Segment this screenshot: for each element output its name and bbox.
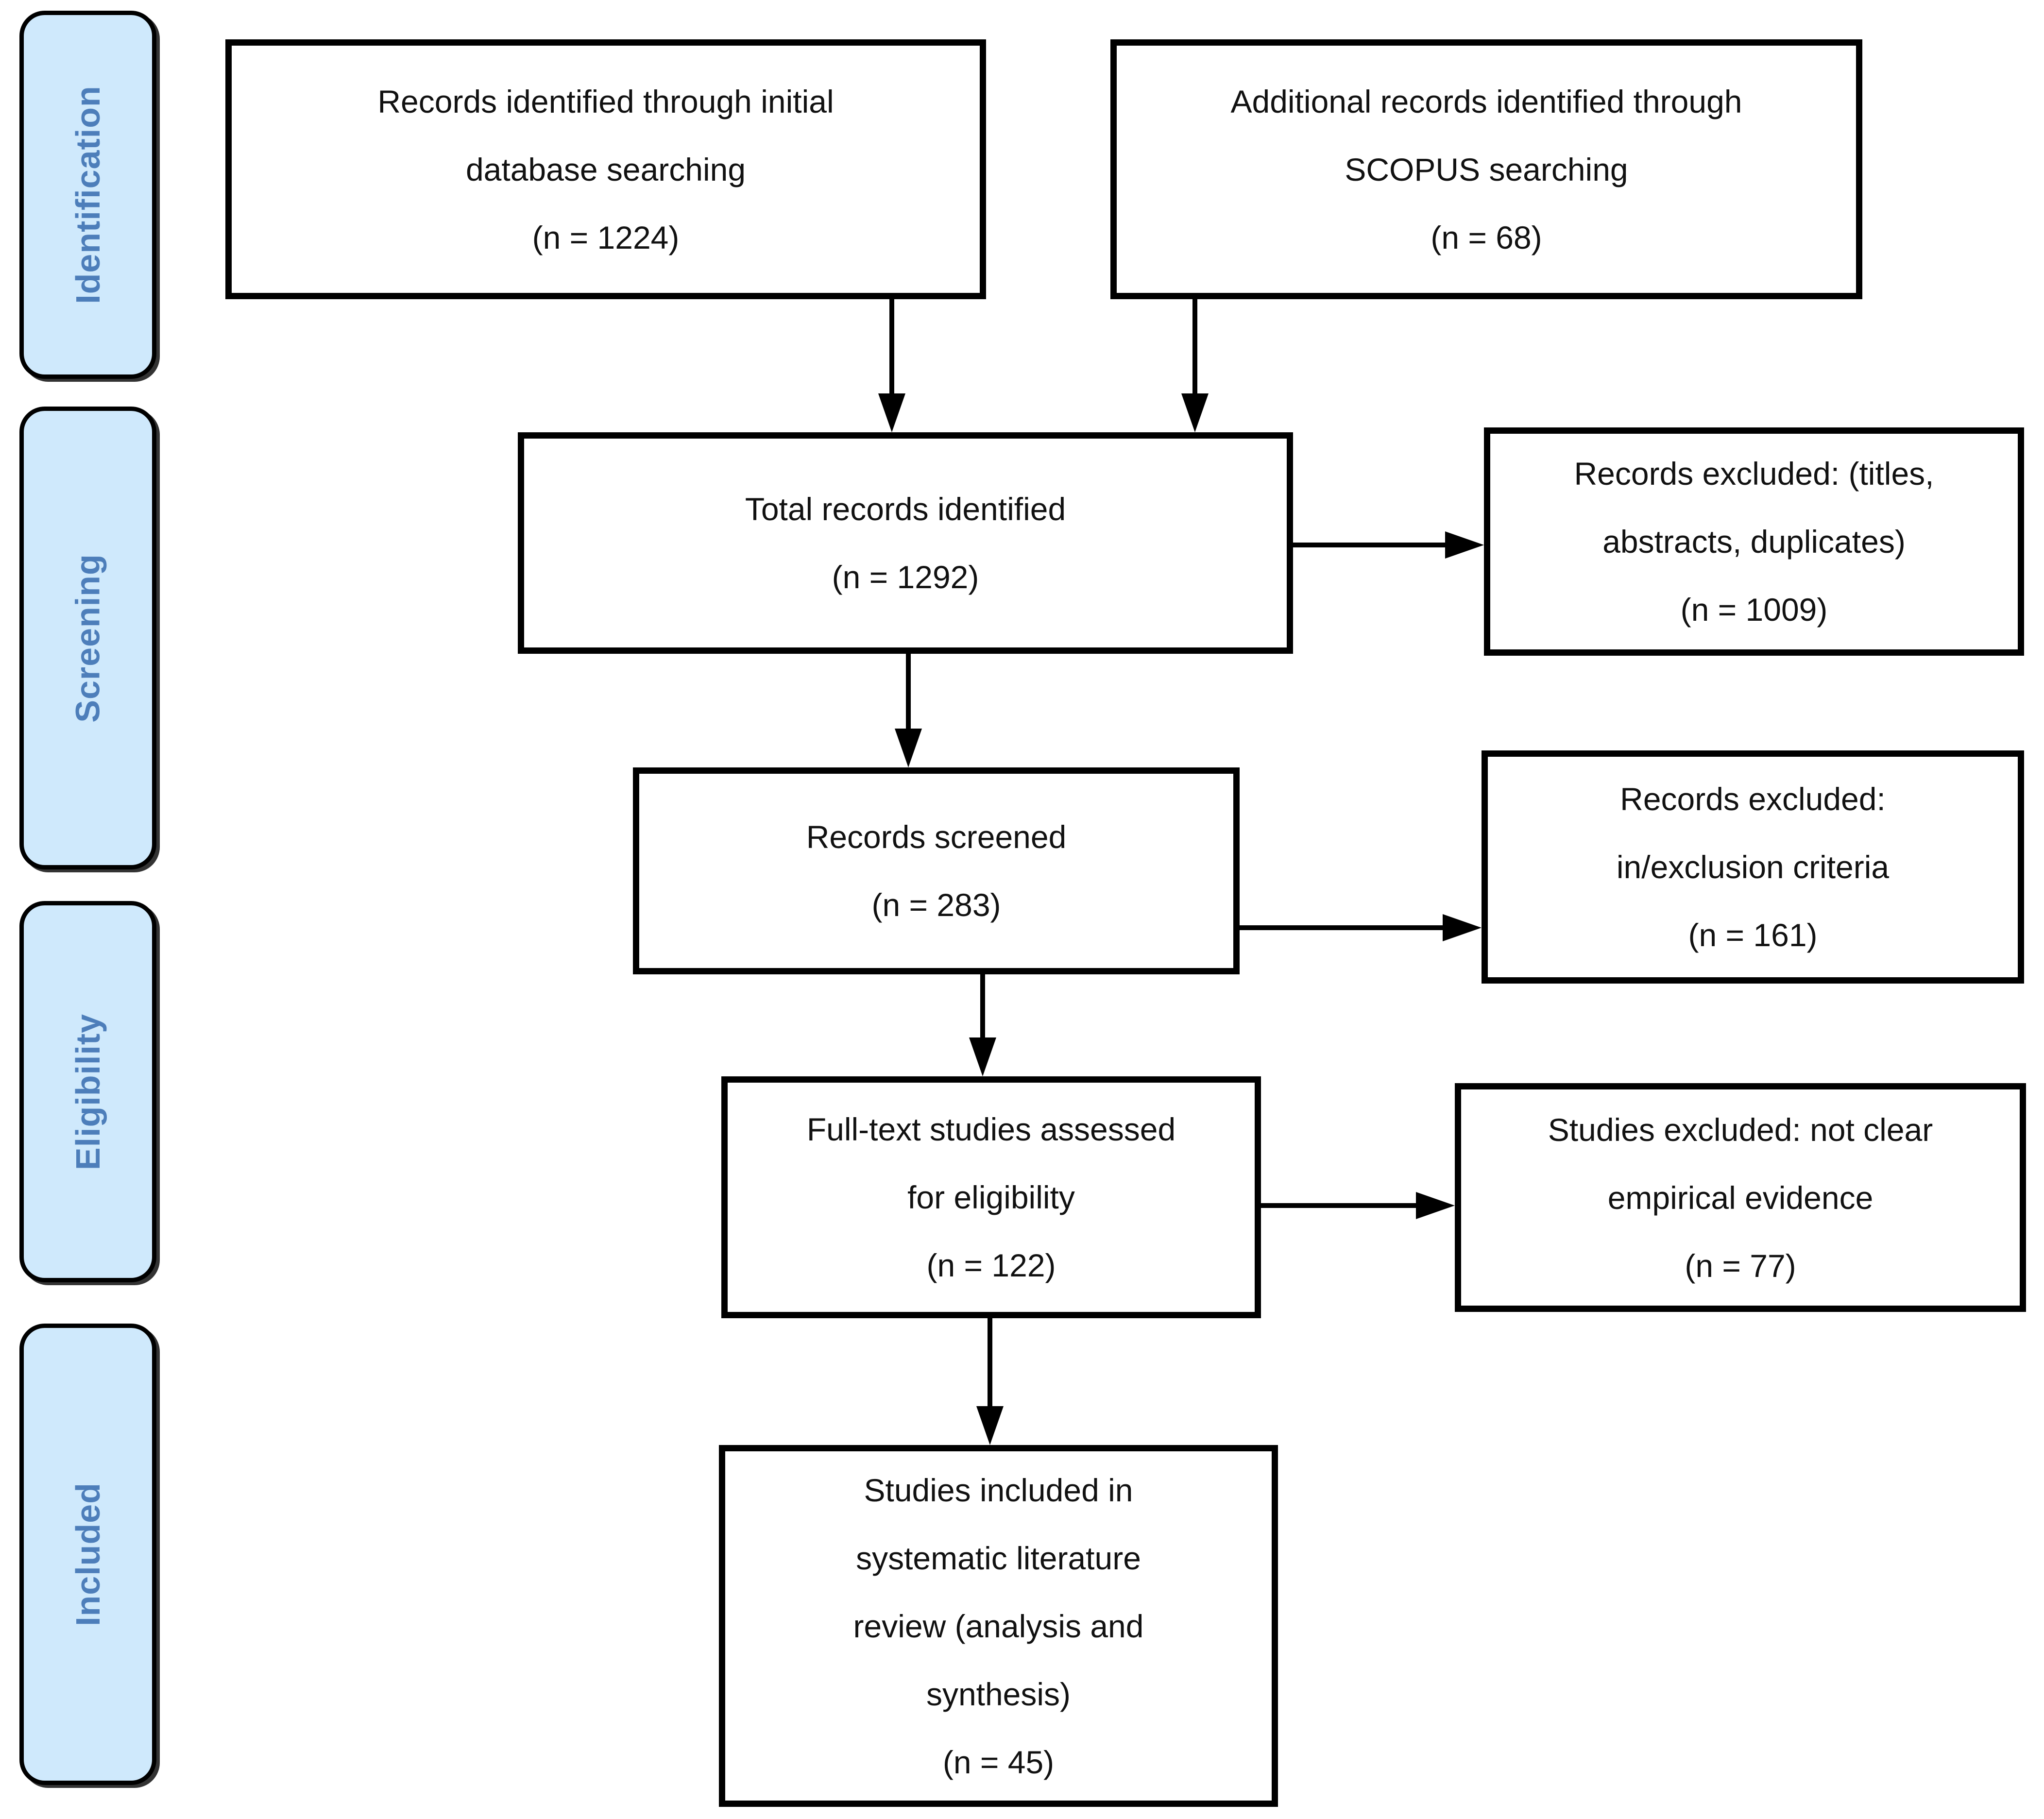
arrowhead-right-icon — [1443, 914, 1482, 941]
box-records-initial: Records identified through initial datab… — [225, 39, 986, 299]
box-text-line: (n = 77) — [1685, 1247, 1796, 1284]
stage-eligibility-label: Eligibility — [69, 1013, 107, 1170]
arrowhead-down-icon — [878, 393, 905, 432]
arrowhead-down-icon — [976, 1406, 1004, 1445]
stage-screening: Screening — [19, 407, 156, 869]
arrow-fulltext-to-included — [976, 1318, 1004, 1445]
box-text-line: Studies excluded: not clear — [1548, 1111, 1933, 1148]
box-text-line: (n = 1009) — [1680, 592, 1828, 628]
box-text-line: (n = 1224) — [532, 219, 680, 255]
box-text-line: SCOPUS searching — [1345, 151, 1628, 187]
box-excluded-titles: Records excluded: (titles, abstracts, du… — [1484, 427, 2024, 656]
arrowhead-down-icon — [895, 729, 922, 767]
arrow-shaft — [1261, 1203, 1420, 1208]
box-text-line: (n = 68) — [1431, 219, 1542, 255]
stage-included: Included — [19, 1324, 156, 1785]
box-text-line: (n = 1292) — [832, 559, 979, 595]
box-text-line: Additional records identified through — [1230, 83, 1742, 119]
stage-screening-label: Screening — [69, 553, 107, 723]
box-text-line: (n = 283) — [871, 887, 1001, 923]
box-records-scopus: Additional records identified through SC… — [1110, 39, 1862, 299]
stage-identification-label: Identification — [69, 85, 107, 304]
stage-included-label: Included — [69, 1482, 107, 1626]
box-records-screened: Records screened (n = 283) — [633, 767, 1240, 974]
arrowhead-right-icon — [1416, 1192, 1455, 1219]
box-fulltext-assessed: Full-text studies assessed for eligibili… — [721, 1076, 1261, 1318]
arrowhead-right-icon — [1445, 531, 1484, 559]
arrow-shaft — [906, 653, 911, 732]
arrow-shaft — [988, 1318, 992, 1410]
arrowhead-down-icon — [1181, 393, 1209, 432]
box-text-line: empirical evidence — [1607, 1179, 1874, 1216]
box-records-total: Total records identified (n = 1292) — [518, 432, 1293, 654]
box-text-line: (n = 122) — [926, 1247, 1056, 1283]
box-text-line: Records excluded: — [1620, 781, 1886, 817]
box-text-line: database searching — [465, 151, 746, 187]
box-text-line: Records screened — [806, 819, 1067, 855]
arrowhead-down-icon — [969, 1037, 996, 1076]
box-studies-included: Studies included in systematic literatur… — [719, 1445, 1278, 1807]
box-text-line: abstracts, duplicates) — [1602, 524, 1906, 560]
box-text-line: synthesis) — [926, 1676, 1071, 1712]
box-text-line: Records identified through initial — [377, 83, 834, 119]
arrow-screened-to-excluded-criteria — [1240, 914, 1482, 941]
box-text-line: (n = 161) — [1688, 917, 1818, 953]
box-excluded-criteria: Records excluded: in/exclusion criteria … — [1482, 750, 2024, 984]
box-text-line: Studies included in — [864, 1472, 1133, 1508]
box-text-line: in/exclusion criteria — [1616, 849, 1890, 885]
box-text-line: review (analysis and — [853, 1608, 1144, 1644]
stage-eligibility: Eligibility — [19, 901, 156, 1282]
box-excluded-empirical: Studies excluded: not clear empirical ev… — [1455, 1083, 2026, 1312]
arrow-shaft — [1240, 925, 1447, 930]
arrow-shaft — [1293, 543, 1449, 547]
arrow-total-to-screened — [895, 653, 922, 767]
box-text-line: Records excluded: (titles, — [1574, 456, 1934, 492]
arrow-screened-to-fulltext — [969, 974, 996, 1076]
arrow-shaft — [889, 299, 894, 397]
arrow-fulltext-to-excluded-empirical — [1261, 1192, 1455, 1219]
arrow-shaft — [980, 974, 985, 1041]
arrow-initial-to-total — [878, 299, 905, 432]
stage-identification: Identification — [19, 11, 156, 379]
box-text-line: Full-text studies assessed — [806, 1111, 1176, 1147]
box-text-line: Total records identified — [745, 491, 1066, 527]
arrow-shaft — [1192, 299, 1197, 397]
arrow-scopus-to-total — [1181, 299, 1209, 432]
box-text-line: for eligibility — [907, 1179, 1075, 1215]
arrow-total-to-excluded-titles — [1293, 531, 1484, 559]
box-text-line: (n = 45) — [942, 1744, 1055, 1780]
box-text-line: systematic literature — [856, 1540, 1141, 1576]
